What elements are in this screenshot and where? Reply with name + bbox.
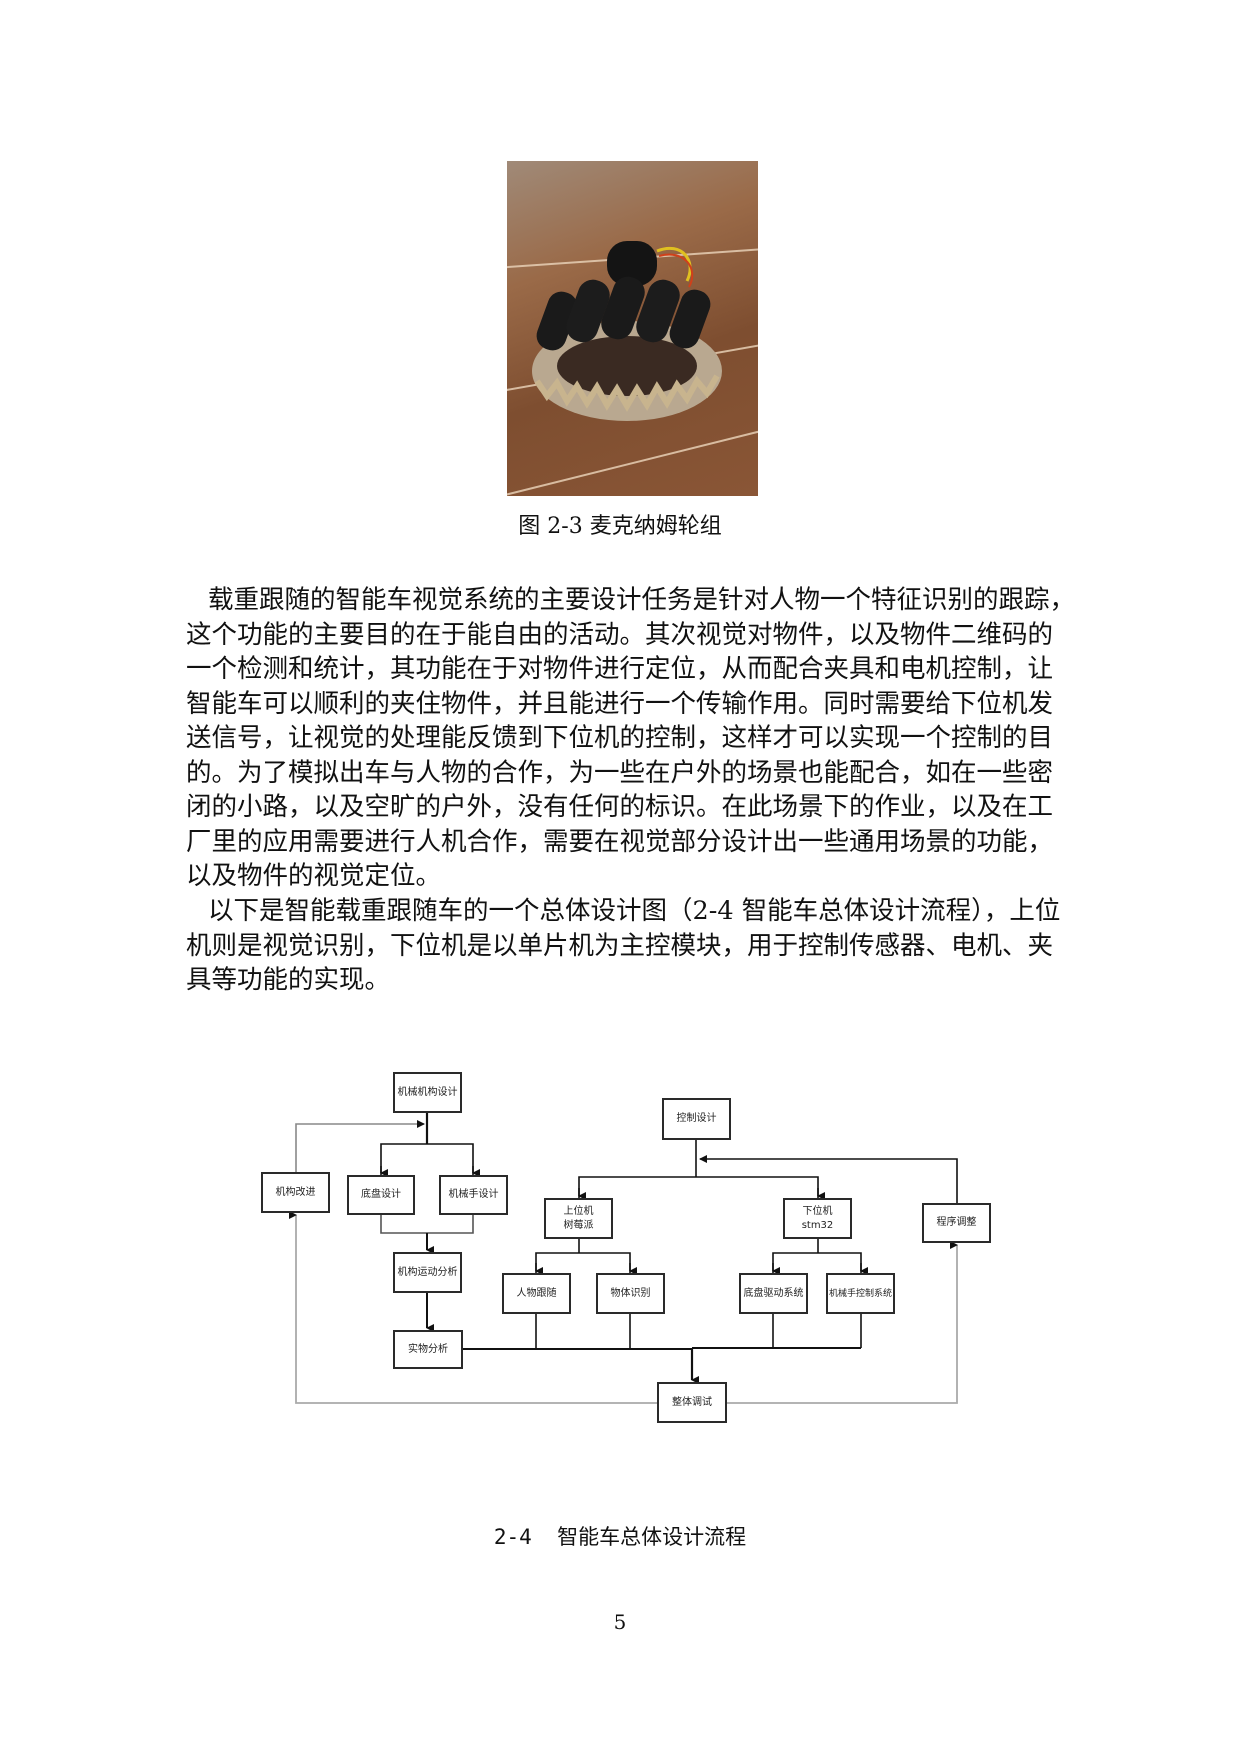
node-chassis-design: 底盘设计	[347, 1175, 415, 1215]
text-line: 以下是智能载重跟随车的一个总体设计图（2-4 智能车总体设计流程），上位	[208, 896, 1061, 926]
node-overall-debug: 整体调试	[657, 1382, 727, 1423]
node-object-recognition: 物体识别	[596, 1273, 665, 1314]
body-paragraph-2: 以下是智能载重跟随车的一个总体设计图（2-4 智能车总体设计流程），上位 机则是…	[186, 894, 1066, 998]
body-paragraph-1: 载重跟随的智能车视觉系统的主要设计任务是针对人物一个特征识别的跟踪， 这个功能的…	[186, 583, 1076, 894]
text-line: 机则是视觉识别，下位机是以单片机为主控模块，用于控制传感器、电机、夹	[186, 930, 1054, 961]
text-line: 的。为了模拟出车与人物的合作，为一些在户外的场景也能配合，如在一些密	[186, 757, 1054, 788]
text-line: 载重跟随的智能车视觉系统的主要设计任务是针对人物一个特征识别的跟踪，	[208, 585, 1076, 615]
text-line: 送信号，让视觉的处理能反馈到下位机的控制，这样才可以实现一个控制的目	[186, 723, 1054, 753]
node-upper-line2: 树莓派	[563, 1219, 594, 1231]
node-upper-computer: 上位机 树莓派	[544, 1198, 613, 1239]
node-motion-analysis: 机构运动分析	[393, 1252, 462, 1293]
node-physical-analysis: 实物分析	[393, 1330, 463, 1369]
text-line: 这个功能的主要目的在于能自由的活动。其次视觉对物件，以及物件二维码的	[186, 619, 1054, 650]
mecanum-wheel-photo	[507, 161, 758, 496]
text-line: 智能车可以顺利的夹住物件，并且能进行一个传输作用。同时需要给下位机发	[186, 688, 1054, 719]
figure-caption: 图 2-3 麦克纳姆轮组	[518, 514, 722, 539]
node-person-follow: 人物跟随	[502, 1273, 571, 1314]
node-chassis-drive: 底盘驱动系统	[739, 1273, 808, 1314]
node-arm-control: 机械手控制系统	[826, 1273, 895, 1314]
node-lower-computer: 下位机 stm32	[783, 1198, 852, 1239]
page-number: 5	[613, 1610, 627, 1634]
node-upper-line1: 上位机	[563, 1205, 594, 1217]
text-line: 闭的小路，以及空旷的户外，没有任何的标识。在此场景下的作业，以及在工	[186, 792, 1054, 822]
text-line: 厂里的应用需要进行人机合作，需要在视觉部分设计出一些通用场景的功能，	[186, 826, 1054, 857]
node-lower-line2: stm32	[801, 1219, 834, 1231]
node-control-design: 控制设计	[662, 1098, 731, 1140]
text-line: 以及物件的视觉定位。	[186, 861, 442, 891]
text-line: 一个检测和统计，其功能在于对物件进行定位，从而配合夹具和电机控制，让	[186, 654, 1054, 684]
mecanum-wheel-icon	[532, 241, 722, 421]
node-arm-design: 机械手设计	[439, 1175, 508, 1215]
node-lower-line1: 下位机	[802, 1205, 833, 1217]
text-line: 具等功能的实现。	[186, 965, 391, 995]
node-program-adjust: 程序调整	[922, 1203, 991, 1243]
node-mechanical-design: 机械机构设计	[393, 1072, 462, 1113]
node-mechanism-improvement: 机构改进	[261, 1172, 330, 1213]
diagram-caption: 2-4 智能车总体设计流程	[493, 1525, 747, 1549]
